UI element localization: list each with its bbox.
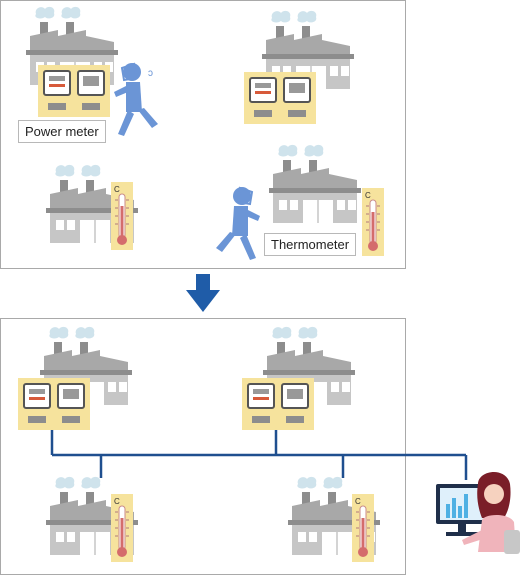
svg-text:C: C xyxy=(365,191,371,200)
networked-thermometer-1: C xyxy=(110,493,134,563)
thermometer-label: Thermometer xyxy=(264,233,357,256)
thermometer-2: C xyxy=(361,187,385,257)
thermometer-1: C xyxy=(110,181,134,251)
power-meter-panel-1 xyxy=(37,64,111,118)
networked-thermometer-2: C xyxy=(351,493,375,563)
svg-text:C: C xyxy=(114,497,120,506)
svg-text:C: C xyxy=(114,185,120,194)
down-arrow-icon xyxy=(186,274,220,312)
power-meter-label: Power meter xyxy=(18,120,106,143)
power-meter-panel-2 xyxy=(243,71,317,125)
networked-power-meter-1 xyxy=(17,377,91,431)
networked-power-meter-2 xyxy=(241,377,315,431)
operator-at-computer-icon xyxy=(436,471,520,554)
network-lines xyxy=(50,430,468,480)
svg-text:C: C xyxy=(355,497,361,506)
svg-text:ↄ: ↄ xyxy=(148,68,153,79)
